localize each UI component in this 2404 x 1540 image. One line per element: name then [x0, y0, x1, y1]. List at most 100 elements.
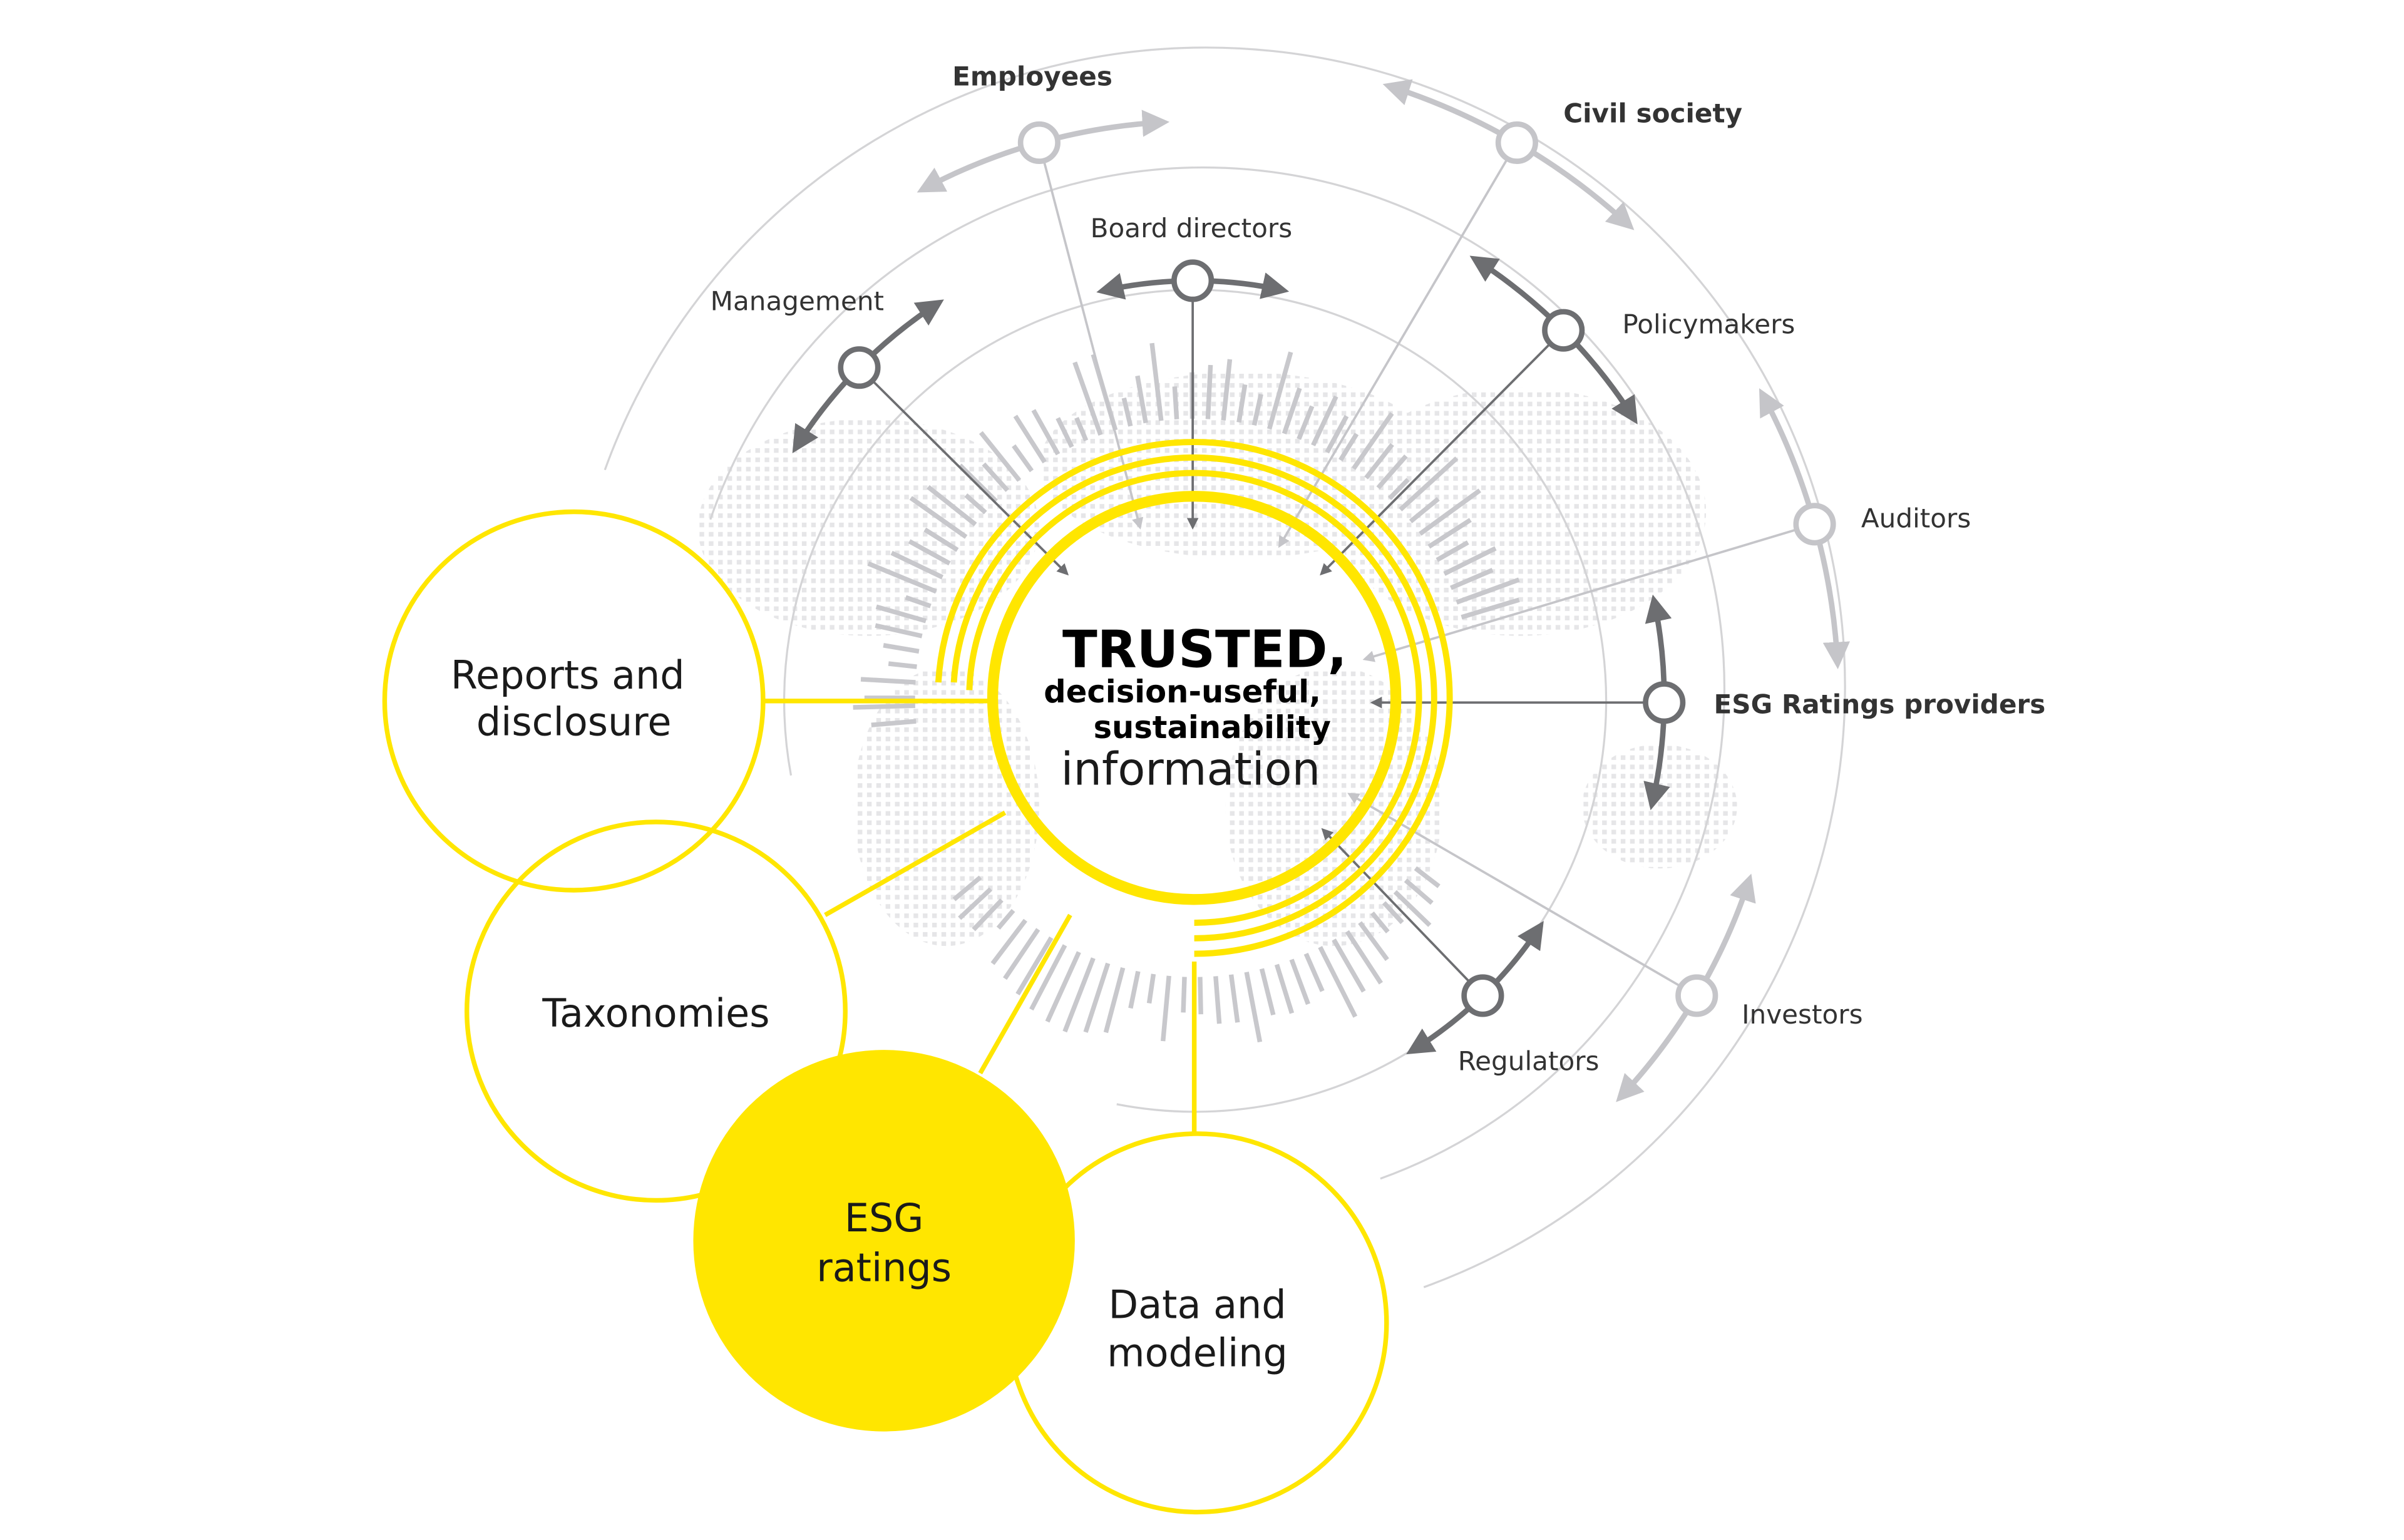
radial-tick [1012, 444, 1034, 473]
radial-tick [1376, 454, 1408, 490]
stakeholder-node-investors[interactable] [1347, 793, 1756, 1102]
radial-tick [1443, 546, 1497, 576]
radial-tick [1161, 975, 1171, 1042]
radial-tick [1074, 416, 1089, 442]
radial-tick [990, 918, 1027, 965]
stakeholder-node-policymakers[interactable] [1320, 255, 1638, 576]
stakeholder-labels: Employees Civil society Board directors … [711, 61, 2046, 1076]
radial-tick [1181, 977, 1187, 1013]
radial-tick [1427, 518, 1472, 549]
radial-tick [982, 462, 1009, 492]
radial-tick [923, 527, 959, 552]
yellow-ring-3 [950, 454, 1437, 942]
radial-tick [1259, 968, 1276, 1016]
radial-tick [1370, 911, 1390, 933]
radial-tick [1228, 974, 1240, 1023]
radial-tick [1289, 958, 1311, 1005]
radial-tick [871, 719, 917, 727]
radial-tick [1303, 952, 1325, 992]
radial-tick [1013, 414, 1047, 464]
pillar-label: ESG [845, 1196, 923, 1241]
radial-tick [1221, 359, 1233, 421]
radial-tick [972, 898, 1004, 932]
radial-tick [1205, 364, 1213, 419]
node-circle [1495, 121, 1538, 164]
radial-tick [1198, 977, 1203, 1015]
pillar-data-and-modeling[interactable]: Data and modeling [1005, 1131, 1389, 1515]
pillar-label: ratings [816, 1245, 952, 1290]
stakeholder-node-employees[interactable] [917, 110, 1170, 530]
label-esg-ratings-providers: ESG Ratings providers [1714, 689, 2046, 720]
radial-tick [996, 908, 1015, 930]
radial-tick [958, 887, 993, 920]
radial-tick [1031, 409, 1061, 456]
radial-tick [908, 539, 951, 566]
radial-tick [1213, 976, 1222, 1024]
radial-tick [1382, 901, 1404, 925]
radial-tick [1251, 393, 1263, 426]
radial-tick [875, 604, 927, 624]
world-map-background [697, 372, 1737, 947]
center-line-2: decision-useful, [1044, 674, 1321, 710]
pillar-esg-ratings-highlighted[interactable]: ESG ratings [693, 1050, 1075, 1432]
radial-tick [1358, 921, 1389, 962]
radial-tick [958, 463, 998, 503]
radial-tick [1149, 342, 1164, 421]
radial-tick [1146, 973, 1156, 1004]
radial-tick [875, 623, 923, 639]
stakeholder-node-civil-society[interactable] [1278, 79, 1635, 548]
radial-tick [1056, 417, 1074, 448]
pillar-label: Data and [1109, 1283, 1287, 1328]
radial-tick [1345, 930, 1383, 985]
pillar-reports-and-disclosure[interactable]: Reports and disclosure [382, 509, 766, 893]
radial-tick [1103, 967, 1126, 1034]
connector-reports [763, 682, 995, 704]
stakeholder-node-board-directors[interactable] [1096, 259, 1290, 530]
radial-tick [1062, 957, 1096, 1033]
influence-arrow [1038, 142, 1144, 530]
radial-tick [890, 550, 944, 580]
label-investors: Investors [1742, 999, 1862, 1030]
radial-tick [1311, 395, 1338, 446]
radial-tick [1419, 488, 1481, 536]
radial-tick [927, 485, 977, 526]
pillar-label: disclosure [476, 699, 672, 744]
center-line-4: information [1061, 743, 1321, 796]
pillar-label: Reports and [451, 653, 685, 698]
label-employees: Employees [952, 61, 1112, 91]
radial-tick [853, 703, 915, 710]
node-circle [1171, 259, 1215, 302]
node-circle [838, 346, 881, 389]
pillar-taxonomies[interactable]: Taxonomies [465, 819, 848, 1203]
radial-tick [888, 661, 917, 669]
label-civil-society: Civil society [1563, 98, 1742, 129]
radial-tick [964, 493, 987, 515]
radial-tick [979, 431, 1022, 482]
center-title: TRUSTED, decision-useful, sustainability… [1044, 620, 1347, 795]
radial-tick [1128, 970, 1141, 1009]
label-management: Management [711, 285, 884, 316]
radial-tick [1325, 414, 1349, 454]
yellow-ring-4 [935, 439, 1453, 957]
node-circle [1793, 503, 1836, 546]
center-line-3: sustainability [1094, 709, 1331, 746]
radial-tick [1450, 568, 1494, 590]
radial-tick [1045, 951, 1081, 1023]
connector-esg-ratings [978, 913, 1072, 1075]
label-board-directors: Board directors [1091, 213, 1293, 244]
radial-tick-marks [853, 342, 1520, 1043]
radial-tick [1029, 944, 1067, 1011]
radial-tick [1083, 962, 1111, 1033]
radial-tick [1172, 386, 1179, 419]
radial-tick [1461, 597, 1520, 620]
center-line-1: TRUSTED, [1062, 620, 1347, 679]
radial-tick [860, 677, 916, 685]
radial-tick [1352, 412, 1394, 470]
yellow-ring-2 [966, 470, 1422, 926]
radial-tick [909, 496, 968, 539]
radial-tick [1297, 405, 1315, 440]
radial-tick [1414, 866, 1441, 888]
label-auditors: Auditors [1861, 503, 1971, 533]
node-circle [1461, 974, 1504, 1017]
